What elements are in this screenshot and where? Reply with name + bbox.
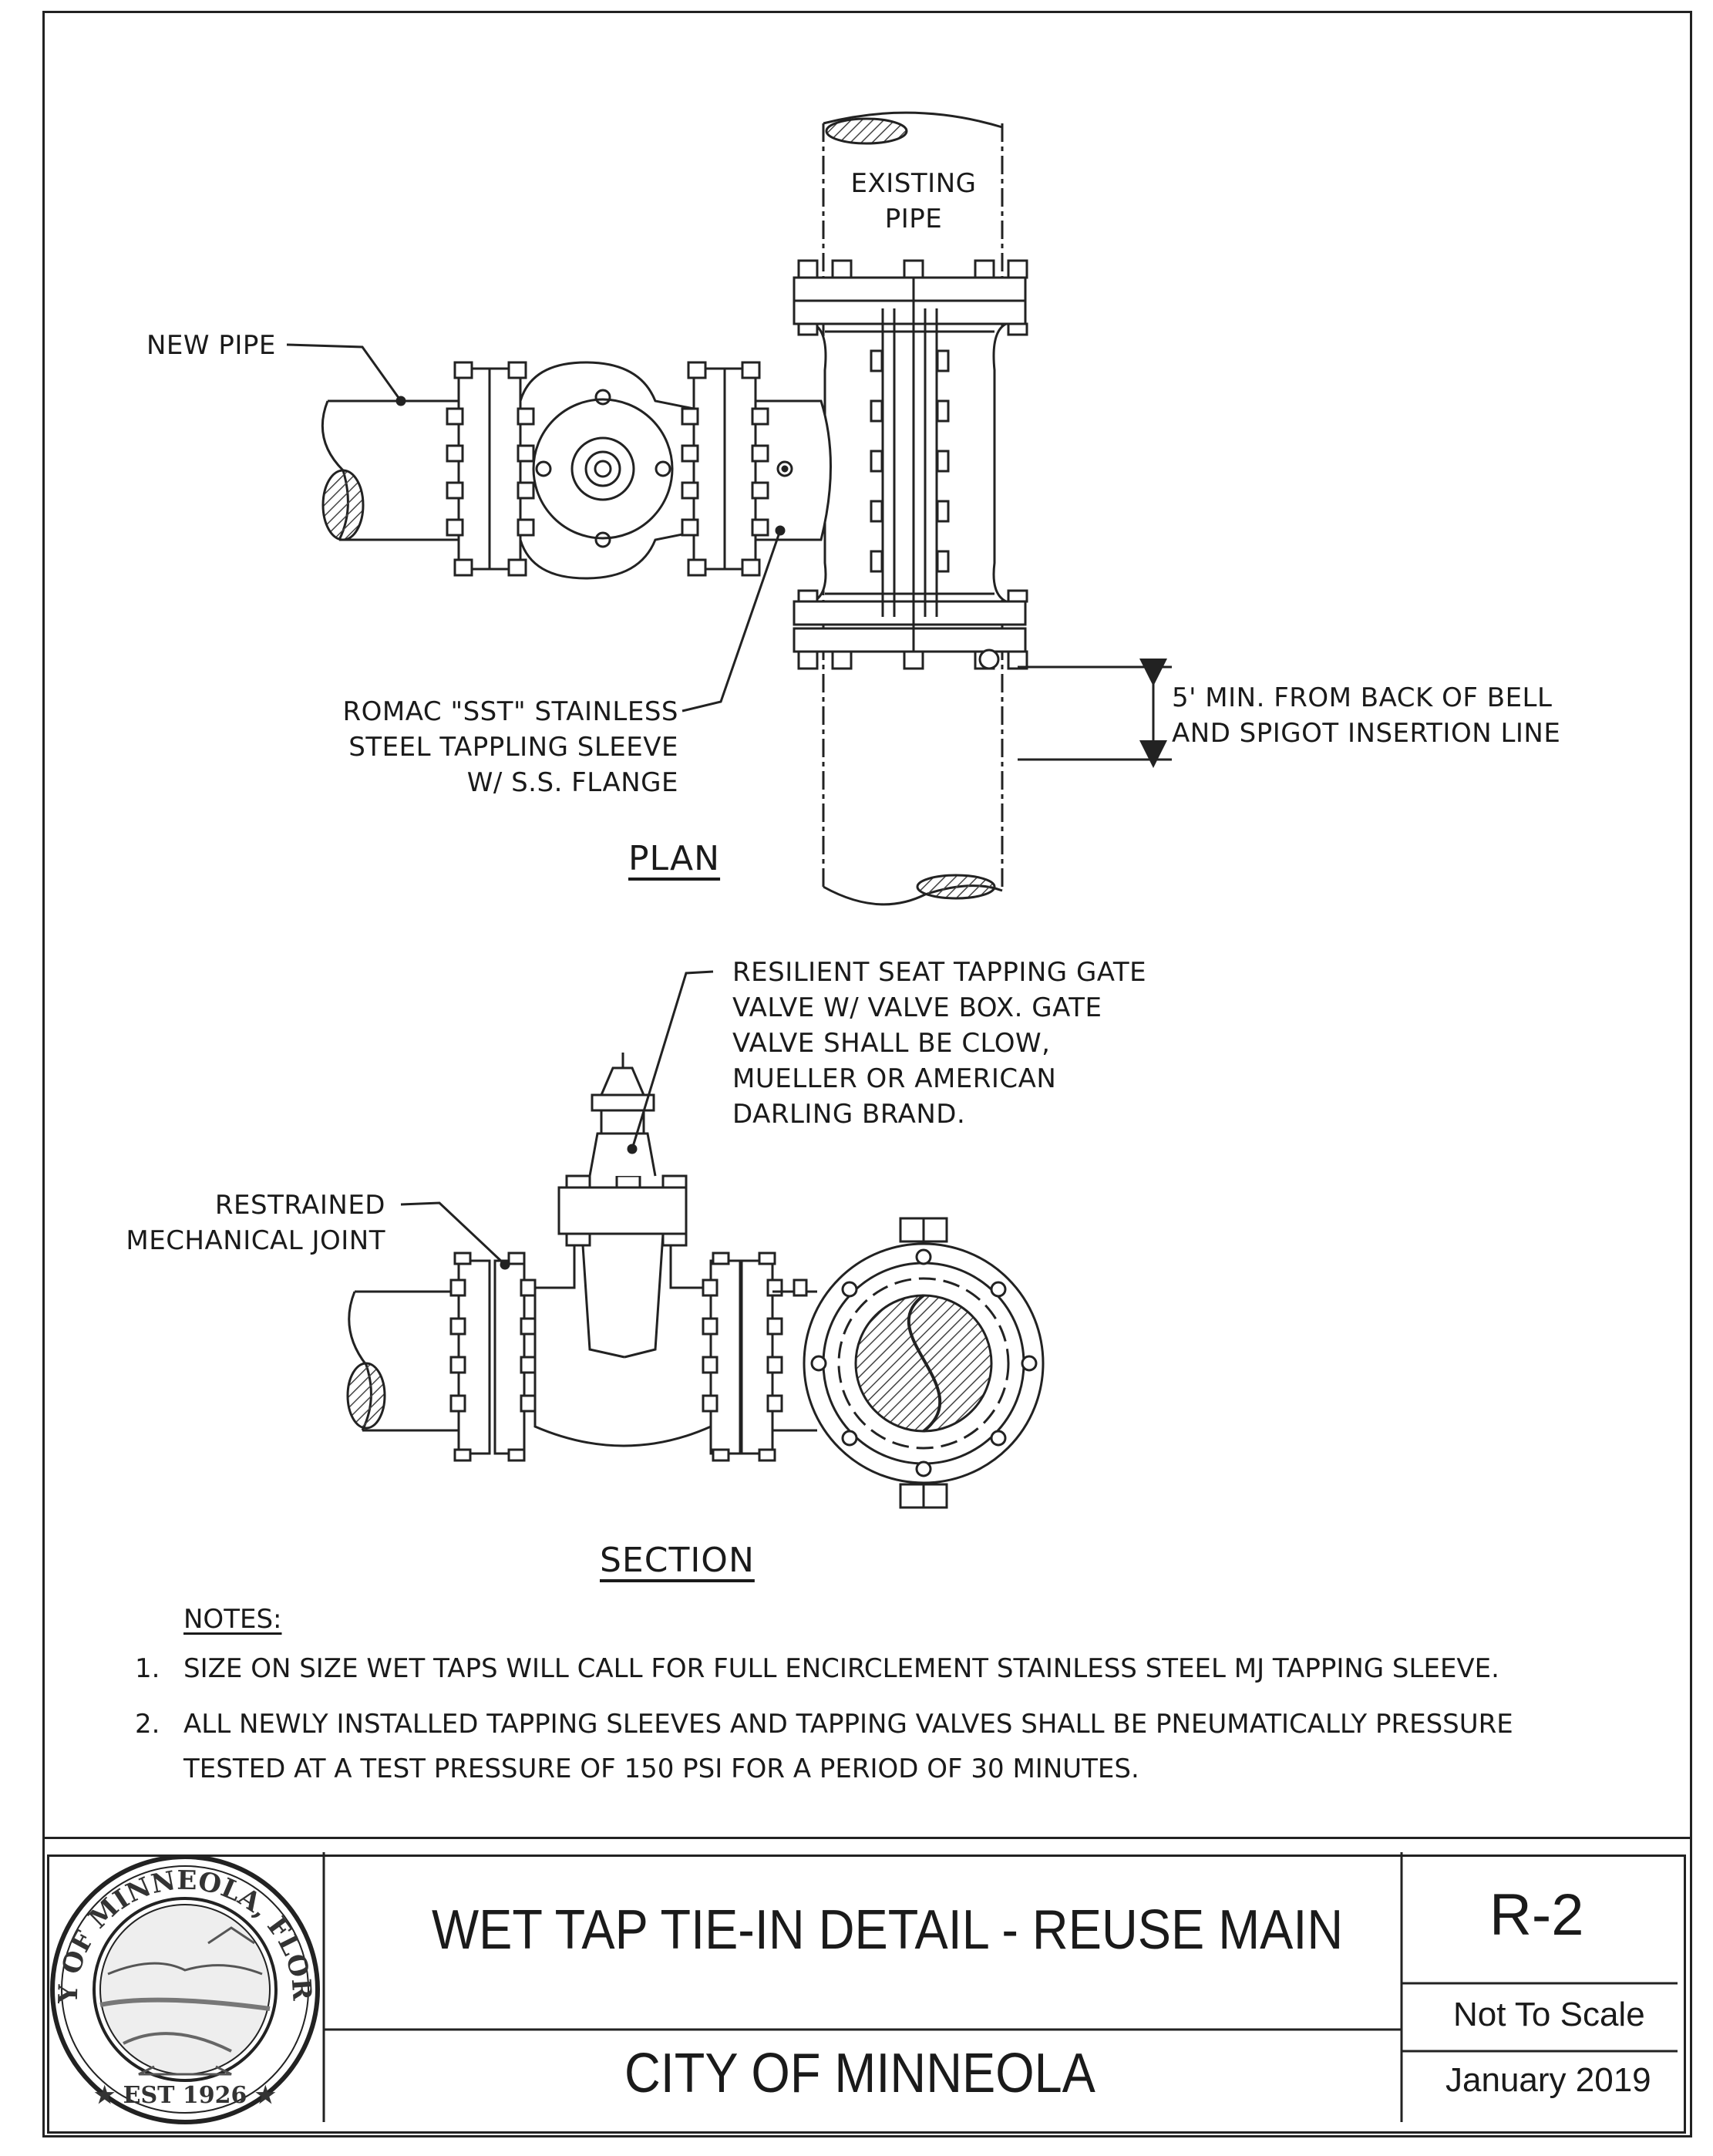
note-text: SIZE ON SIZE WET TAPS WILL CALL FOR FULL… xyxy=(183,1653,1499,1684)
seal-est: ★ EST 1926 ★ xyxy=(94,2082,276,2109)
note-text: ALL NEWLY INSTALLED TAPPING SLEEVES AND … xyxy=(183,1709,1513,1740)
plan-view xyxy=(286,111,1172,906)
leader-new-pipe xyxy=(286,343,402,402)
section-outlet-flange xyxy=(702,1251,783,1462)
drawing-border xyxy=(42,11,1692,2137)
label-existing-pipe: EXISTING PIPE xyxy=(850,168,977,234)
label-new-pipe: NEW PIPE xyxy=(146,330,276,361)
sleeve-end-view xyxy=(793,1217,1045,1509)
note-number: 1. xyxy=(135,1653,160,1684)
drawing-date: January 2019 xyxy=(1445,2061,1651,2099)
plan-new-pipe xyxy=(321,399,459,541)
label-dimension: 5' MIN. FROM BACK OF BELL AND SPIGOT INS… xyxy=(1172,682,1561,749)
section-new-pipe xyxy=(346,1290,459,1432)
section-gate-valve xyxy=(533,1053,712,1447)
note-text: TESTED AT A TEST PRESSURE OF 150 PSI FOR… xyxy=(183,1753,1139,1784)
leader-joint xyxy=(400,1201,506,1266)
label-tapping-sleeve: ROMAC "SST" STAINLESS STEEL TAPPLING SLE… xyxy=(342,696,678,798)
title-block-lines xyxy=(322,1852,1678,2122)
drawing-title: WET TAP TIE-IN DETAIL - REUSE MAIN xyxy=(432,1899,1344,1961)
label-gate-valve: RESILIENT SEAT TAPPING GATE VALVE W/ VAL… xyxy=(732,957,1147,1130)
section-title: SECTION xyxy=(600,1541,755,1580)
organization-name: CITY OF MINNEOLA xyxy=(624,2043,1095,2104)
plan-title: PLAN xyxy=(628,839,721,878)
title-block-frame xyxy=(47,1854,1686,2134)
leader-valve xyxy=(631,970,714,1150)
plan-tapping-valve xyxy=(446,361,794,580)
leader-sleeve xyxy=(681,530,782,712)
title-block xyxy=(42,1837,1692,2137)
dimension-5ft xyxy=(1018,659,1172,768)
mechanical-joint-flange xyxy=(449,1251,537,1462)
section-view xyxy=(346,970,1045,1509)
note-number: 2. xyxy=(135,1709,160,1740)
sheet-number: R-2 xyxy=(1489,1882,1584,1948)
city-seal-logo xyxy=(50,1854,320,2124)
notes-heading: NOTES: xyxy=(183,1604,282,1635)
scale-note: Not To Scale xyxy=(1453,1996,1645,2033)
label-mechanical-joint: RESTRAINED MECHANICAL JOINT xyxy=(126,1190,385,1256)
